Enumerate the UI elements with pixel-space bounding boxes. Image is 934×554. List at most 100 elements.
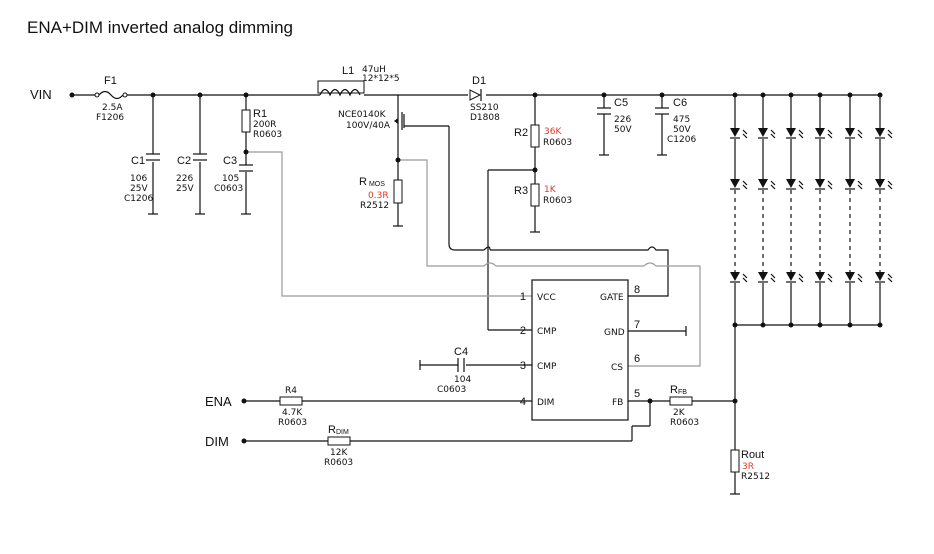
capacitor-c2	[193, 153, 207, 161]
led-icon	[815, 272, 825, 281]
led-icon	[875, 179, 885, 188]
mosfet-q1	[394, 112, 405, 130]
pin-name-6: CS	[611, 363, 623, 373]
c6-voltage: 50V	[673, 125, 691, 135]
led-icon	[875, 272, 885, 281]
controller-ic	[531, 279, 629, 421]
c1-pkg: C1206	[124, 194, 153, 204]
led-icon	[758, 179, 768, 188]
d1-ref: D1	[472, 75, 486, 87]
junction-dot	[732, 322, 738, 328]
rout-ref: Rout	[741, 449, 764, 461]
c5-value: 226	[614, 115, 631, 125]
pin-number-8: 8	[634, 284, 640, 296]
r2-ref: R2	[514, 127, 528, 139]
d1-pkg: D1808	[470, 113, 500, 123]
c2-value: 226	[176, 174, 193, 184]
led-icon	[786, 128, 796, 137]
resistor-r2	[530, 124, 540, 148]
wires	[72, 94, 880, 494]
l1-size: 12*12*5	[362, 74, 400, 84]
rdim-ref-letter: R	[328, 424, 336, 436]
rmos-ref-letter: R	[359, 176, 367, 188]
c6-value: 475	[673, 115, 690, 125]
c4-pkg: C0603	[437, 385, 466, 395]
resistor-rfb	[669, 396, 693, 406]
rout-pkg: R2512	[741, 472, 770, 482]
q1-rating: 100V/40A	[346, 121, 391, 131]
pin-name-7: GND	[604, 328, 625, 338]
pin-number-5: 5	[634, 388, 640, 400]
pin-number-1: 1	[520, 291, 526, 303]
l1-value: 47uH	[362, 65, 386, 75]
led-icon	[845, 272, 855, 281]
r3-ref: R3	[514, 185, 528, 197]
junction-dot	[877, 322, 883, 328]
rmos-ref-sub: MOS	[369, 181, 385, 188]
net-label-ena: ENA	[205, 394, 232, 409]
capacitor-c5	[597, 107, 611, 115]
f1-ref: F1	[104, 75, 117, 87]
resistor-rout	[730, 449, 740, 473]
r2-value: 36K	[544, 127, 562, 137]
page-title: ENA+DIM inverted analog dimming	[27, 18, 293, 37]
r4-pkg: R0603	[278, 418, 307, 428]
pin-number-7: 7	[634, 319, 640, 331]
r1-ref: R1	[253, 108, 267, 120]
resistor-rmos	[393, 179, 403, 204]
resistor-r4	[279, 396, 303, 406]
c1-ref: C1	[131, 155, 145, 167]
junction-dot	[847, 322, 853, 328]
led-icon	[730, 272, 740, 281]
net-label-vin: VIN	[30, 87, 52, 102]
fuse-f1	[94, 90, 128, 100]
r1-pkg: R0603	[253, 130, 282, 140]
pin-number-4: 4	[520, 396, 526, 408]
capacitor-c1	[146, 153, 160, 161]
led-icon	[845, 179, 855, 188]
capacitor-c6	[655, 107, 669, 115]
rmos-pkg: R2512	[360, 201, 389, 211]
junction-dot	[788, 322, 794, 328]
junction-dot	[732, 92, 738, 98]
rdim-ref-sub: DIM	[336, 429, 349, 436]
c5-voltage: 50V	[614, 125, 632, 135]
c2-voltage: 25V	[176, 184, 194, 194]
pin-name-5: FB	[612, 398, 623, 408]
pin-name-2: CMP	[537, 327, 557, 337]
led-icon	[786, 179, 796, 188]
c2-ref: C2	[177, 155, 191, 167]
resistor-rdim	[327, 436, 351, 446]
rdim-ref: RDIM	[328, 424, 349, 436]
junction-dot	[788, 92, 794, 98]
led-icon	[758, 128, 768, 137]
pin-name-1: VCC	[537, 293, 556, 303]
r3-pkg: R0603	[543, 196, 572, 206]
junction-dots	[150, 92, 738, 444]
pin-name-8: GATE	[600, 293, 624, 303]
junction-dot	[847, 92, 853, 98]
junction-dot	[760, 322, 766, 328]
led-icon	[730, 179, 740, 188]
inductor-l1	[317, 80, 365, 97]
gray-traces	[246, 151, 701, 367]
rdim-value: 12K	[330, 448, 348, 458]
led-icon	[875, 128, 885, 137]
f1-value: 2.5A	[102, 103, 123, 113]
c3-ref: C3	[223, 155, 237, 167]
rfb-ref: RFB	[670, 384, 687, 396]
q1-part: NCE0140K	[338, 110, 387, 120]
led-icon	[815, 179, 825, 188]
net-label-dim: DIM	[205, 434, 229, 449]
pin-number-2: 2	[520, 325, 526, 337]
c6-ref: C6	[673, 97, 687, 109]
junction-dot	[877, 92, 883, 98]
c3-pkg: C0603	[214, 184, 243, 194]
led-icon	[758, 272, 768, 281]
led-icon	[730, 128, 740, 137]
pin-name-4: DIM	[537, 398, 554, 408]
diode-d1	[469, 89, 482, 101]
rfb-ref-sub: FB	[678, 389, 687, 396]
ic-pin-labels: 1 VCC 2 CMP 3 CMP 4 DIM 8 GATE 7 GND 6 C…	[520, 284, 640, 408]
